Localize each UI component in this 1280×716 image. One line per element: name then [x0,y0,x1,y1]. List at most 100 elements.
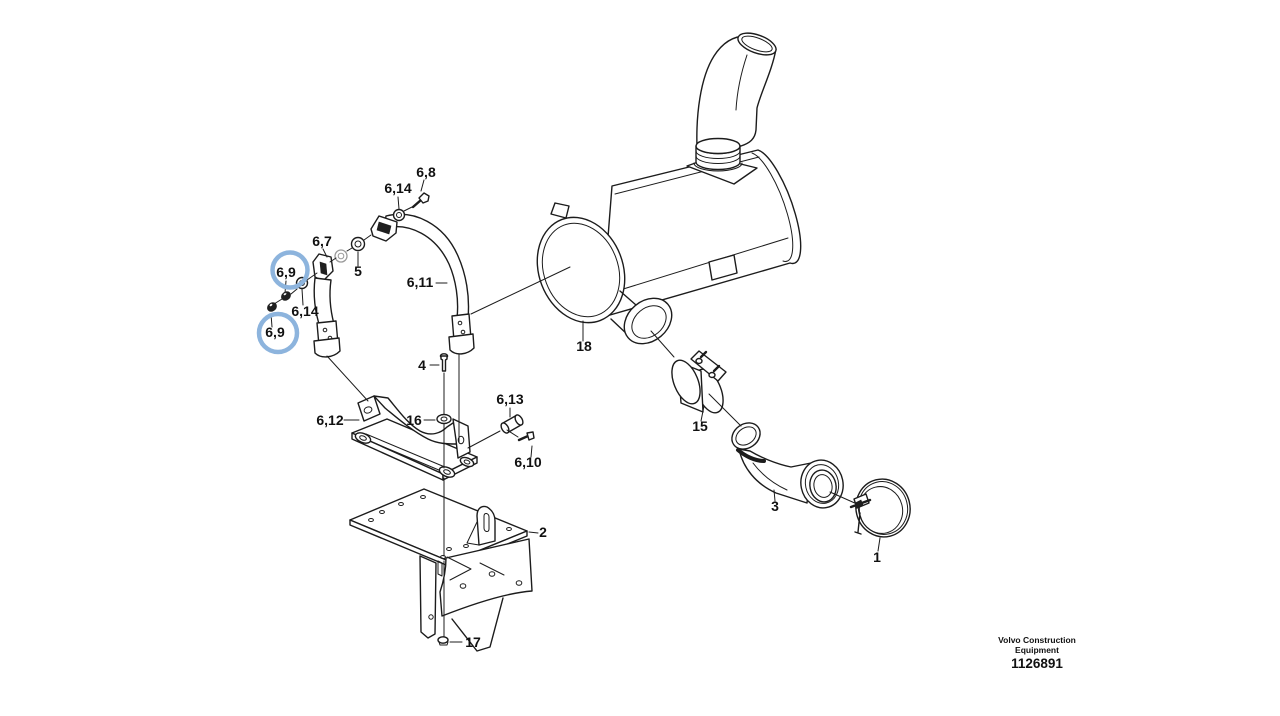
nut-6-9-upper [281,291,291,301]
strap-6-7-foot-pad [313,337,341,358]
label-6-14-top: 6,14 [384,180,411,196]
bolt-4-shaft [440,355,448,372]
assembly-line [506,429,519,438]
vclamp-band-outer [855,478,911,538]
v-clamp-1 [849,478,911,538]
document-number: 1126891 [1011,656,1063,671]
label-18: 18 [576,338,592,354]
washer-ghost [334,249,348,263]
clamp-15-nut [695,357,703,365]
label-16: 16 [406,412,422,428]
leader-line [467,430,501,449]
muffler-body [602,149,802,318]
vclamp-band-inner [858,486,904,534]
gusset-hole [428,614,434,620]
elbow-detail-line [752,462,788,491]
saddle-right-block [452,418,471,459]
gusset-rear-foot [451,597,504,652]
muffler-face-inner [541,222,621,318]
stack-base-ring-top [695,137,741,155]
label-6-13: 6,13 [496,391,523,407]
label-6-12: 6,12 [316,412,343,428]
label-6-7: 6,7 [312,233,332,249]
saddle-foot-hole [443,469,451,475]
stack-pipe-opening [737,32,777,56]
gusset-main [439,538,533,617]
hardware-axis-line [273,206,413,305]
highlight-circle-6-9-lower [256,311,300,355]
elbow-open-end [731,422,761,450]
saddle-foot-oval [438,466,456,478]
bolt-6-10 [517,431,535,442]
strap-6-11-foot-pad [448,333,475,355]
washer-16-hole [440,416,448,422]
assembly-lines [273,206,858,638]
washer-ghost-hole [337,252,345,260]
muffler-bottom-stub [708,254,738,281]
vclamp-nut [854,499,864,509]
leader-line [322,248,328,258]
nut-6-9-lower [267,302,277,312]
label-17: 17 [465,634,481,650]
foot-hole [457,320,463,326]
assembly-line [708,393,742,427]
post-hole [363,406,373,414]
block-hole [457,435,465,445]
brand-line-1: Volvo Construction [998,635,1076,645]
saddle-foot-oval [459,456,475,468]
bolt-6-8-shaft [411,198,423,209]
label-6-9-upper: 6,9 [276,264,296,280]
leader-line [773,489,776,502]
leader-line [530,445,533,458]
bolt-17-skirt [438,641,449,646]
stack-pipe-opening-inner [741,35,773,53]
clamp-15-near-face [671,359,701,405]
saddle-bracket-6-12 [351,395,478,481]
plate-holes [368,495,512,559]
bolt-6-8-head [418,192,430,204]
label-3: 3 [771,498,779,514]
elbow-weld-band [736,448,766,463]
strap-6-7-slot [319,261,328,276]
gusset-hole [459,583,467,589]
nut-highlight [269,303,273,307]
stack-pipe-bend-line [735,54,748,111]
label-2: 2 [539,524,547,540]
gusset-hole [488,571,496,577]
gusset-plate [419,538,533,652]
label-6-14-left: 6,14 [291,303,318,319]
elbow-flange-outer [800,459,844,509]
leader-line [528,531,539,534]
label-5: 5 [354,263,362,279]
gusset-left-leg [419,555,437,639]
muffler-18 [536,32,802,345]
clamp-15-studs [699,350,721,373]
washer-hole [396,212,402,218]
saddle-base-rails [359,433,453,474]
clamp-15 [671,350,727,414]
leader-line [877,537,881,552]
saddle-foot-oval [354,432,372,444]
vclamp-band-mid [857,481,909,535]
leader-lines [270,179,881,643]
assembly-line [326,355,369,402]
plate-lift-tab [476,505,496,546]
elbow-bore-rim [809,469,837,503]
outlet-stub-face [623,297,673,345]
leader-line [301,288,304,306]
saddle-foot-hole [463,459,471,465]
saddle-foot-hole [359,435,367,441]
brand-note: Volvo Construction Equipment 1126891 [998,635,1076,671]
stack-base-bands [693,150,743,172]
elbow-flange-ring [804,464,840,504]
label-4: 4 [418,357,426,373]
elbow-open-end-inner [735,426,757,446]
leader-line [397,196,400,210]
pin-end [514,414,524,426]
washer-6-14-top [392,208,406,222]
washer-5 [350,236,366,252]
label-6-11: 6,11 [407,274,434,290]
muffler-end-seam [751,152,794,262]
